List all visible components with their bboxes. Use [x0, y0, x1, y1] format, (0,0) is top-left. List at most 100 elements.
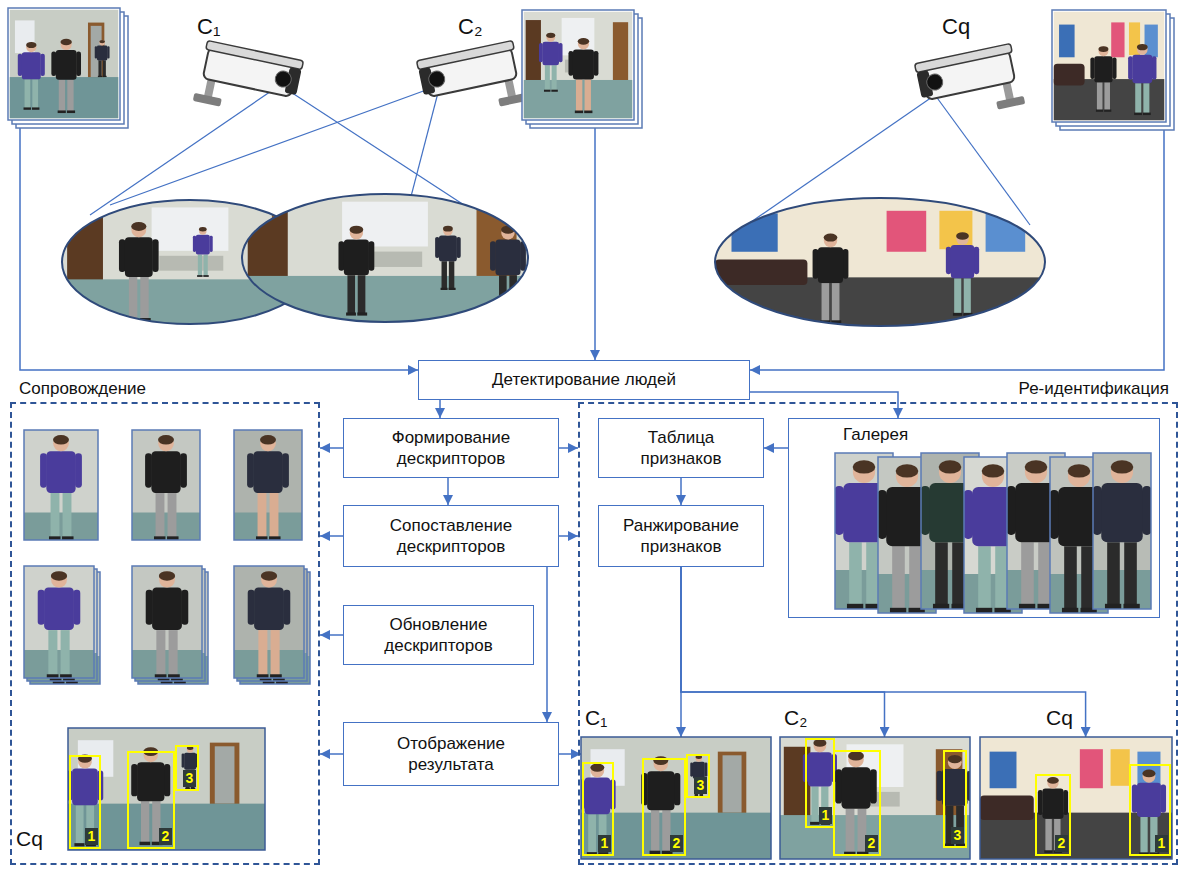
person-arm [40, 54, 44, 76]
person-leg [866, 542, 879, 606]
person-leg [1104, 82, 1110, 110]
callout-number: 2 [865, 835, 878, 852]
person-leg [552, 65, 557, 90]
person-leg [995, 546, 1008, 610]
photo-frame [24, 430, 98, 540]
photo-frame [522, 10, 634, 120]
person-leg [358, 275, 366, 314]
person-head [1143, 770, 1156, 783]
bounding-box [834, 751, 880, 855]
person-shoe [953, 313, 962, 316]
flow-arrow [559, 535, 578, 537]
photo [1054, 12, 1165, 121]
person-leg [129, 277, 137, 320]
person-shoe [509, 312, 519, 315]
person-arm [247, 453, 254, 487]
flow-arrow [320, 753, 343, 755]
person-leg [25, 79, 31, 108]
person-leg [98, 60, 101, 76]
person-arm [946, 247, 951, 274]
person-leg [1140, 817, 1147, 854]
person-arm [76, 52, 81, 76]
callout-number: 3 [951, 827, 964, 844]
photo [62, 200, 318, 324]
person-hair [26, 42, 36, 48]
person-torso [137, 762, 164, 801]
person-leg [140, 277, 148, 320]
person-figure [51, 39, 81, 113]
person-leg [1081, 546, 1094, 610]
callout-number: 1 [598, 835, 611, 852]
person-torso [125, 237, 153, 277]
photo-floor [581, 813, 771, 859]
photo-door [526, 20, 541, 82]
person-leg [935, 542, 948, 606]
panorama-border [715, 198, 1045, 326]
camera-icon [193, 40, 304, 121]
photo [132, 566, 202, 678]
photo-frame [581, 737, 771, 859]
person-arm [51, 52, 56, 76]
person-shoe [551, 90, 557, 92]
person-torso [942, 769, 968, 806]
person-arm [75, 453, 82, 487]
photo-door [718, 752, 747, 815]
photo-floor [68, 804, 265, 850]
photo-frame [1052, 10, 1166, 122]
photo [67, 728, 265, 850]
person-leg [1143, 83, 1149, 113]
person-hair [653, 756, 668, 765]
person-shoe [1105, 604, 1121, 609]
process-label: Ранжирование признаков [607, 515, 755, 558]
person-shoe [58, 110, 66, 113]
process-box: Отображение результата [343, 722, 559, 786]
person-leg [271, 630, 280, 676]
person-shoe [1123, 604, 1139, 609]
person-leg [952, 542, 965, 606]
photo-poster [1111, 749, 1130, 786]
person-shoe [357, 312, 367, 315]
person-arm [40, 453, 47, 487]
person-shoe [203, 275, 208, 277]
photo-floor [242, 276, 528, 322]
person-head [261, 572, 277, 588]
person-leg [651, 810, 659, 852]
photo-poster [1111, 22, 1124, 57]
person-hair [131, 222, 146, 231]
person-torso [56, 50, 77, 80]
person-hair [590, 763, 604, 771]
bounding-box [687, 755, 709, 797]
photo-wall [24, 566, 94, 678]
person-arm [180, 453, 187, 487]
process-box: Обновление дескрипторов [343, 605, 534, 665]
person-hair [159, 571, 175, 581]
person-arm [1142, 486, 1152, 535]
person-shoe [1104, 109, 1111, 111]
person-torso [818, 247, 843, 283]
person-arm [368, 241, 374, 271]
process-box: Таблица признаков [598, 418, 764, 478]
person-arm [559, 43, 563, 62]
person-hair [848, 751, 864, 760]
photo-wall [234, 566, 304, 678]
photo-door [67, 210, 103, 282]
photo-floor [132, 650, 202, 678]
photo-wall [780, 737, 970, 859]
person-leg [169, 630, 178, 676]
person-head [51, 572, 67, 588]
flow-arrow [447, 478, 449, 505]
person-leg [156, 493, 165, 538]
person-head [159, 572, 175, 588]
person-arm [568, 51, 573, 76]
person-leg [168, 493, 177, 538]
person-leg [48, 630, 57, 676]
person-leg [892, 546, 905, 610]
person-head [696, 755, 702, 761]
person-shoe [185, 788, 190, 789]
person-torso [151, 451, 180, 493]
gallery-box: Галерея [788, 418, 1160, 618]
camera-label: Cq [16, 826, 43, 851]
person-leg [585, 79, 591, 111]
person-head [578, 38, 589, 49]
video-frame: Cq123 [68, 728, 265, 850]
